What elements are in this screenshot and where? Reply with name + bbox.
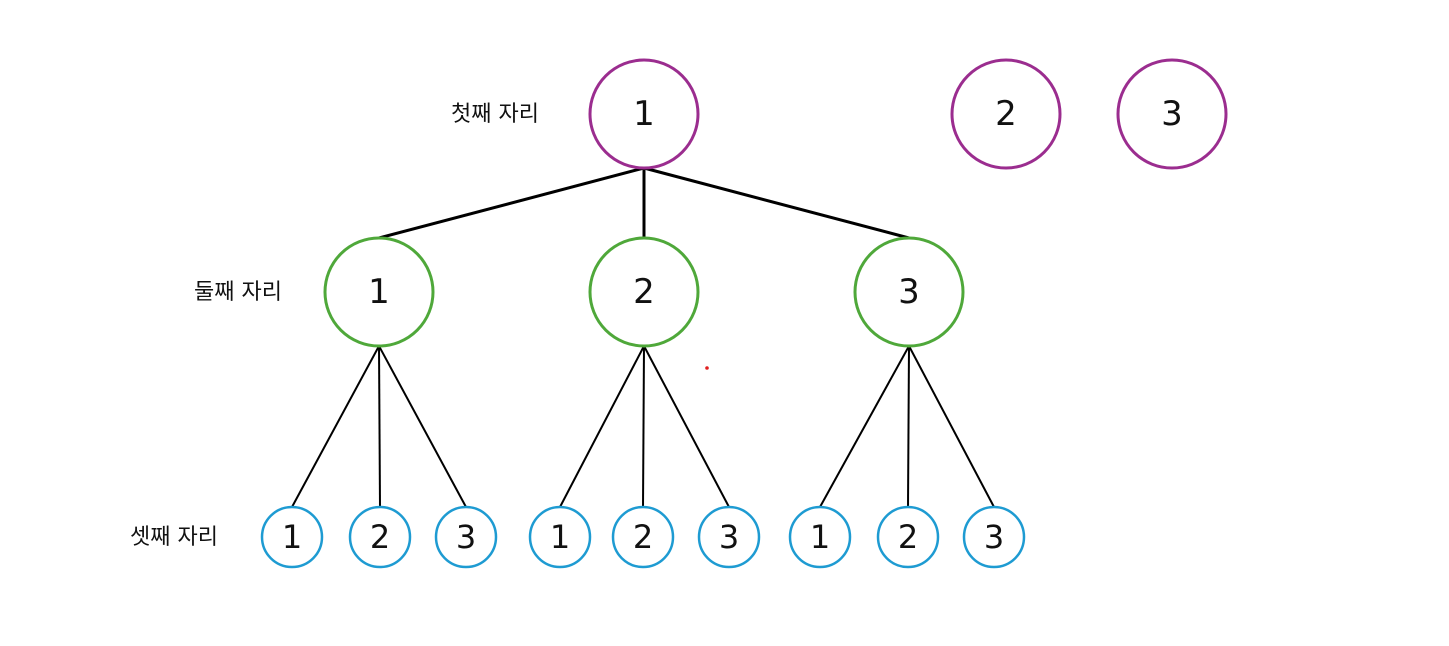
- edge-root-to-second-3: [643, 166, 910, 240]
- edge-second-3-to-third-3: [908, 345, 995, 508]
- third-level-node-3-2-circle: [876, 505, 940, 569]
- third-level-node-3-1: 1: [788, 505, 852, 569]
- first-level-node-1-circle: [588, 58, 700, 170]
- first-level-node-3-circle: [1116, 58, 1228, 170]
- edge-second-3-to-third-1: [819, 345, 910, 508]
- edge-second-1-to-third-2: [378, 345, 381, 508]
- first-level-node-1-label: 1: [633, 94, 655, 134]
- third-level-node-2-1-label: 1: [550, 518, 570, 556]
- edge-second-1-to-third-3: [378, 345, 467, 508]
- third-level-node-3-1-label: 1: [810, 518, 830, 556]
- first-level-node-2-label: 2: [995, 94, 1017, 134]
- tree-edges: [291, 166, 995, 508]
- first-level-node-2-circle: [950, 58, 1062, 170]
- red-marker-dot: [705, 366, 709, 370]
- third-level-node-2-2: 2: [611, 505, 675, 569]
- third-level-node-1-1-circle: [260, 505, 324, 569]
- third-level-node-2-1: 1: [528, 505, 592, 569]
- edge-second-2-to-third-3: [643, 345, 730, 508]
- first-level-node-3-label: 3: [1161, 94, 1183, 134]
- third-level-node-2-1-circle: [528, 505, 592, 569]
- second-level-node-3-circle: [853, 236, 965, 348]
- third-level-node-1-3-label: 3: [456, 518, 476, 556]
- third-level-node-2-2-circle: [611, 505, 675, 569]
- third-level-node-2-2-label: 2: [633, 518, 653, 556]
- first-level-node-3: 3: [1116, 58, 1228, 170]
- second-level-node-3: 3: [853, 236, 965, 348]
- third-level-node-3-3-circle: [962, 505, 1026, 569]
- second-level-node-1-circle: [323, 236, 435, 348]
- third-level-node-3-2-label: 2: [898, 518, 918, 556]
- edge-second-2-to-third-2: [642, 345, 645, 508]
- second-level-node-2: 2: [588, 236, 700, 348]
- third-level-node-1-3: 3: [434, 505, 498, 569]
- level-label-third: 셋째 자리: [130, 525, 218, 550]
- third-level-node-2-3-circle: [697, 505, 761, 569]
- third-level-node-1-1-label: 1: [282, 518, 302, 556]
- third-level-node-1-2-circle: [348, 505, 412, 569]
- edge-second-1-to-third-1: [291, 345, 380, 508]
- third-level-node-3-3: 3: [962, 505, 1026, 569]
- second-level-node-1: 1: [323, 236, 435, 348]
- first-level-node-1: 1: [588, 58, 700, 170]
- third-level-node-3-2: 2: [876, 505, 940, 569]
- third-level-node-2-3: 3: [697, 505, 761, 569]
- second-level-node-2-circle: [588, 236, 700, 348]
- edge-second-3-to-third-2: [907, 345, 910, 508]
- third-level-node-1-2: 2: [348, 505, 412, 569]
- edge-second-2-to-third-1: [559, 345, 645, 508]
- first-level-node-2: 2: [950, 58, 1062, 170]
- tree-nodes: 1 2 3 1 2 3 1 2 3 1 2 3 1 2 3: [260, 58, 1228, 569]
- third-level-node-2-3-label: 3: [719, 518, 739, 556]
- level-label-first: 첫째 자리: [451, 102, 539, 127]
- level-label-second: 둘째 자리: [194, 280, 282, 305]
- third-level-node-3-1-circle: [788, 505, 852, 569]
- second-level-node-1-label: 1: [368, 272, 390, 312]
- third-level-node-1-2-label: 2: [370, 518, 390, 556]
- second-level-node-3-label: 3: [898, 272, 920, 312]
- second-level-node-2-label: 2: [633, 272, 655, 312]
- third-level-node-1-1: 1: [260, 505, 324, 569]
- third-level-node-1-3-circle: [434, 505, 498, 569]
- edge-root-to-second-1: [378, 166, 645, 240]
- third-level-node-3-3-label: 3: [984, 518, 1004, 556]
